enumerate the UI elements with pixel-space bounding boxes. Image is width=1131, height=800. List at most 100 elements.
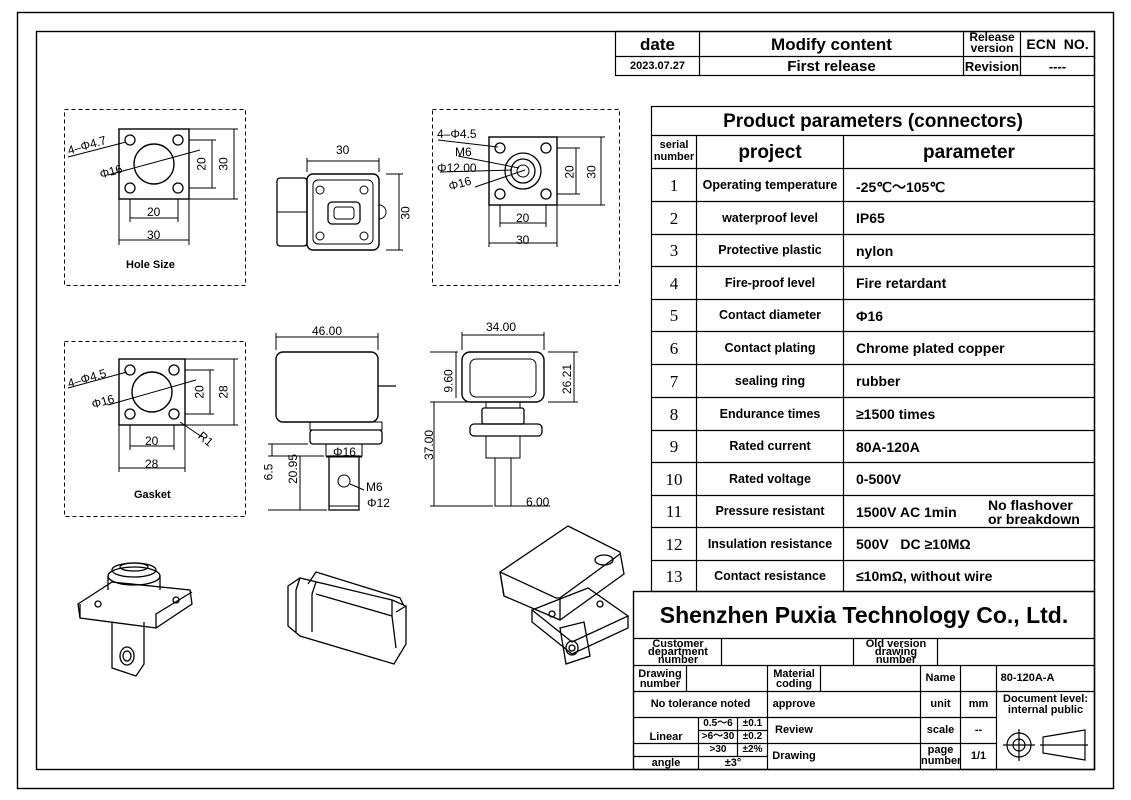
params-row-value: -25℃～105℃: [856, 179, 946, 195]
params-row-value: Chrome plated copper: [856, 340, 1005, 356]
flange-thread-callout: M6: [455, 145, 472, 159]
outer-frame: [16, 11, 1115, 790]
hole-size-caption: Hole Size: [126, 259, 175, 271]
no-tolerance-label: No tolerance noted: [650, 698, 751, 710]
review-label: Review: [775, 724, 813, 736]
flange-dim-20-v: 20: [562, 165, 577, 179]
params-col-serial: serial number: [652, 139, 696, 163]
tol-value-3: ±2%: [742, 744, 763, 755]
params-row-project: Contact diameter: [718, 308, 822, 323]
unit-label: unit: [930, 698, 951, 710]
params-row-number: 5: [669, 306, 679, 325]
flange-hole-callout: 4–Φ4.5: [437, 127, 477, 141]
side-dim-20-95: 20.95: [286, 453, 301, 485]
side-dia12-callout: Φ12: [367, 496, 390, 510]
params-col-parameter: parameter: [923, 141, 1015, 163]
params-row-value: nylon: [856, 243, 894, 259]
material-coding-2: coding: [775, 678, 813, 690]
hole-size-dim-20-v: 20: [194, 157, 209, 171]
material-coding-label: Material coding: [768, 668, 820, 690]
tol-range-1: 0.5～6: [703, 718, 733, 729]
rev-modify-value: First release: [787, 57, 876, 75]
flange-view: [432, 109, 620, 286]
params-row-number: 13: [665, 566, 683, 586]
end-dim-37-00: 37.00: [422, 429, 437, 461]
company-name: Shenzhen Puxia Technology Co., Ltd.: [659, 601, 1069, 628]
params-col-serial-1: serial: [659, 139, 689, 151]
params-row-note-1: No flashover: [988, 497, 1073, 513]
gasket-dim-28-v: 28: [216, 385, 231, 399]
params-row-value: rubber: [856, 373, 901, 389]
params-row-value: ≥1500 times: [856, 406, 936, 422]
params-col-project: project: [738, 141, 802, 163]
params-row-note-2: or breakdown: [988, 511, 1080, 527]
rev-revision-label: Revision: [964, 58, 1020, 74]
params-row-value: Φ16: [856, 308, 884, 324]
params-row-value: Fire retardant: [856, 275, 947, 291]
params-row-number: 7: [669, 371, 679, 391]
angle-value: ±3°: [724, 756, 742, 769]
rev-release-label: Release: [969, 30, 1015, 44]
revision-block-lines: [614, 30, 1096, 77]
rev-modify-header: Modify content: [771, 34, 892, 54]
rev-version-label: version: [970, 41, 1014, 55]
params-row-project: Contact resistance: [714, 568, 826, 583]
approve-label: approve: [772, 698, 816, 710]
flange-dia12-callout: Φ12.00: [437, 161, 477, 175]
projection-symbol: [1003, 729, 1088, 761]
tol-value-1: ±0.1: [742, 718, 763, 729]
tol-value-2: ±0.2: [742, 731, 763, 742]
tol-range-3: >30: [709, 744, 727, 755]
side-dim-6-5: 6.5: [261, 463, 276, 481]
params-row-number: 10: [665, 469, 683, 489]
scale-label: scale: [926, 724, 955, 736]
iso-flange-view: [77, 562, 193, 677]
doc-level-2: internal public: [1007, 704, 1084, 716]
page-value: 1/1: [970, 750, 987, 762]
params-row-value: IP65: [856, 210, 885, 226]
end-dim-width: 34.00: [486, 320, 517, 334]
old-version-1: Old version: [865, 638, 927, 650]
params-row-number: 4: [669, 273, 679, 293]
side-thread-callout: M6: [366, 480, 383, 494]
tol-range-2: >6～30: [701, 731, 735, 742]
params-title: Product parameters (connectors): [723, 110, 1023, 132]
params-row-value: 80A-120A: [856, 439, 920, 455]
drawing-number-2: number: [639, 678, 681, 690]
front-view-dim-width: 30: [336, 143, 350, 157]
flange-dim-30-v: 30: [584, 165, 599, 179]
iso-cover-view: [287, 571, 407, 665]
material-coding-1: Material: [773, 668, 815, 680]
params-row-project: Rated current: [729, 439, 811, 454]
title-block-lines: [632, 590, 1096, 771]
params-row-project: Insulation resistance: [707, 536, 833, 551]
params-row-number: 3: [669, 241, 679, 260]
angle-label: angle: [651, 756, 681, 769]
drawing-number-1: Drawing: [638, 668, 682, 680]
params-row-project: Fire-proof level: [724, 275, 816, 290]
params-row-number: 1: [669, 175, 679, 195]
params-row-value: 1500V AC 1min: [856, 504, 957, 520]
gasket-view: [64, 341, 246, 517]
params-row-value: ≤10mΩ, without wire: [856, 568, 993, 584]
params-row-project: waterproof level: [722, 210, 818, 225]
rev-date-header: date: [640, 34, 675, 54]
rev-ecn-value: ----: [1048, 58, 1067, 74]
customer-dept-1: Customer: [652, 638, 704, 650]
end-dim-26-21: 26.21: [560, 363, 575, 395]
customer-dept-label: Customer department number: [636, 638, 720, 666]
hole-size-dim-20-h: 20: [147, 205, 161, 219]
page-number-label: page number: [921, 745, 961, 767]
hole-size-view: [64, 109, 246, 286]
drawing-label: Drawing: [772, 750, 816, 762]
params-row-number: 11: [665, 502, 683, 521]
scale-value: --: [974, 724, 983, 736]
front-view-dim-height: 30: [398, 206, 413, 220]
params-row-number: 6: [669, 338, 679, 358]
rev-ecn-header: ECN NO.: [1026, 36, 1089, 52]
gasket-dim-20-h: 20: [145, 434, 159, 448]
params-row-value: 500V DC ≥10MΩ: [856, 536, 971, 552]
flange-dim-20-h: 20: [516, 211, 530, 225]
